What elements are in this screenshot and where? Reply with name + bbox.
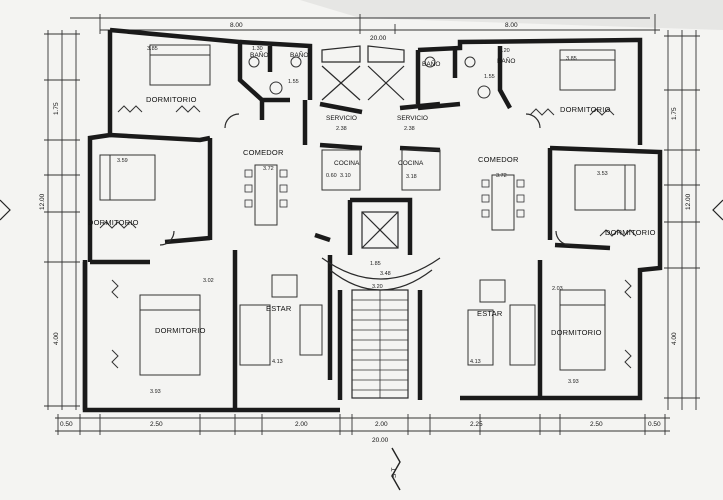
measure: 1.85 — [370, 261, 381, 267]
bottom-dim-seg: 0.50 — [648, 421, 661, 428]
left-unit-walls — [82, 27, 363, 413]
l-comedor-label: COMEDOR — [243, 148, 284, 157]
r-servicio-label: SERVICIO — [397, 115, 428, 122]
measure: 1.30 — [252, 46, 263, 52]
bottom-dim-seg: 2.00 — [375, 421, 388, 428]
furniture — [99, 44, 637, 376]
r-cocina-label: COCINA — [398, 160, 424, 167]
section-mark: S-T — [391, 447, 401, 491]
measure: 2.03 — [552, 286, 563, 292]
measure: 1.20 — [499, 48, 510, 54]
measure: 3.72 — [263, 166, 274, 172]
l-bano-a-label: BAÑO — [250, 50, 268, 59]
central-core — [321, 45, 441, 400]
measure: 2.38 — [404, 126, 415, 132]
bottom-dim-seg: 2.25 — [470, 421, 483, 428]
measure: 3.20 — [372, 284, 383, 290]
r-bano-b-label: BAÑO — [497, 56, 515, 65]
measure: 3.85 — [147, 46, 158, 52]
measure: 1.55 — [484, 74, 495, 80]
measure: 4.13 — [470, 359, 481, 365]
measure: 1.55 — [288, 79, 299, 85]
top-dim-total: 20.00 — [370, 35, 387, 42]
dimension-lines — [44, 14, 700, 435]
top-dim-left: 8.00 — [230, 22, 243, 29]
bottom-dim-seg: 2.00 — [295, 421, 308, 428]
l-dormitorio-mid-label: DORMITORIO — [88, 218, 139, 227]
r-bano-a-label: BAÑO — [422, 59, 440, 68]
measure: 2.38 — [336, 126, 347, 132]
measure: 4.13 — [272, 359, 283, 365]
measure: 3.59 — [117, 158, 128, 164]
l-cocina-label: COCINA — [334, 160, 360, 167]
dimension-text: 8.00 20.00 8.00 20.00 2.50 2.00 2.00 2.2… — [39, 22, 692, 444]
r-dormitorio-bottom-label: DORMITORIO — [551, 328, 602, 337]
bottom-dim-seg: 2.50 — [590, 421, 603, 428]
right-dim-seg: 4.00 — [671, 332, 678, 345]
measure: 3.48 — [380, 271, 391, 277]
measure: 0.60 — [326, 173, 337, 179]
r-dormitorio-top-label: DORMITORIO — [560, 105, 611, 114]
measure: 3.53 — [597, 171, 608, 177]
measure: 3.10 — [340, 173, 351, 179]
bottom-dim-total: 20.00 — [372, 437, 389, 444]
right-dim-total: 12.00 — [685, 193, 692, 210]
page-fold — [300, 0, 723, 30]
section-mark-label: S-T — [391, 468, 398, 479]
l-bano-b-label: BAÑO — [290, 50, 308, 59]
l-dormitorio-bottom-label: DORMITORIO — [155, 326, 206, 335]
left-dim-seg: 1.75 — [53, 102, 60, 115]
l-dormitorio-top-label: DORMITORIO — [146, 95, 197, 104]
l-servicio-label: SERVICIO — [326, 115, 357, 122]
side-section-arrows — [0, 199, 723, 221]
measure: 3.93 — [568, 379, 579, 385]
right-unit-walls — [399, 37, 663, 401]
bottom-dim-seg: 0.50 — [60, 421, 73, 428]
r-estar-label: ESTAR — [477, 309, 503, 318]
measure: 3.18 — [406, 174, 417, 180]
measure: 3.93 — [150, 389, 161, 395]
right-dim-seg: 1.75 — [671, 107, 678, 120]
measure: 3.85 — [566, 56, 577, 62]
measure: 3.72 — [496, 173, 507, 179]
room-measures: 3.85 1.30 1.55 2.38 0.60 3.10 3.59 3.72 … — [117, 46, 608, 395]
left-dim-seg: 4.00 — [53, 332, 60, 345]
top-dim-right: 8.00 — [505, 22, 518, 29]
left-dim-total: 12.00 — [39, 193, 46, 210]
r-comedor-label: COMEDOR — [478, 155, 519, 164]
measure: 3.02 — [203, 278, 214, 284]
r-dormitorio-mid-label: DORMITORIO — [605, 228, 656, 237]
bottom-dim-seg: 2.50 — [150, 421, 163, 428]
l-estar-label: ESTAR — [266, 304, 292, 313]
